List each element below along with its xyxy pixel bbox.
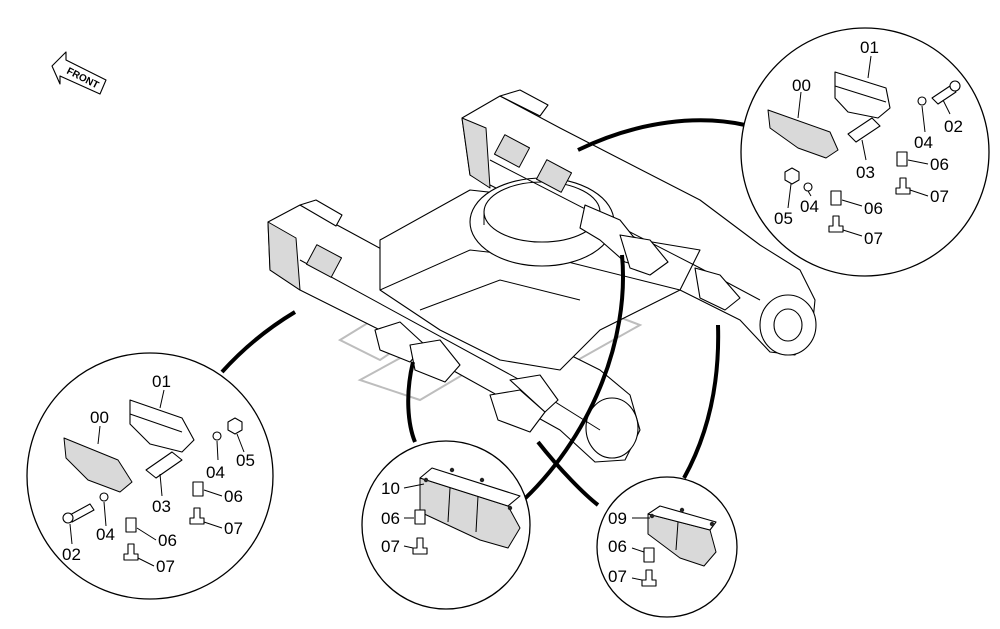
label-07b: 07 [156, 557, 175, 576]
label-05: 05 [236, 451, 255, 470]
label-02: 02 [62, 545, 81, 564]
spacer-06b [125, 517, 137, 533]
label-04b: 04 [96, 525, 115, 544]
label-04a: 04 [206, 463, 225, 482]
label-02: 02 [944, 117, 963, 136]
washer-04b [803, 182, 813, 192]
nut-05 [227, 417, 243, 435]
label-10: 10 [381, 479, 400, 498]
label-06: 06 [608, 537, 627, 556]
label-03: 03 [152, 497, 171, 516]
label-04b: 04 [800, 197, 819, 216]
spacer-06a [896, 151, 908, 167]
screw-07a [189, 507, 205, 525]
washer-04a [917, 96, 927, 106]
label-03: 03 [856, 163, 875, 182]
label-01: 01 [152, 372, 171, 391]
spacer-06 [414, 509, 426, 525]
label-06b: 06 [158, 531, 177, 550]
bolt-02 [931, 85, 957, 105]
leader-lines [220, 118, 746, 507]
label-07: 07 [381, 537, 400, 556]
label-07b: 07 [864, 229, 883, 248]
spacer-06 [643, 547, 655, 563]
track-guards [374, 204, 741, 433]
label-07a: 07 [224, 519, 243, 538]
screw-07 [412, 537, 428, 555]
detail-circle-bottom-middle: 10 06 07 [361, 440, 531, 610]
guard-plate-01 [129, 399, 195, 453]
screw-07b [123, 543, 139, 561]
pin-03 [847, 117, 881, 143]
label-04a: 04 [914, 133, 933, 152]
label-00: 00 [90, 408, 109, 427]
label-00: 00 [792, 76, 811, 95]
washer-04b [99, 492, 109, 502]
spacer-06a [192, 481, 204, 497]
label-06a: 06 [930, 155, 949, 174]
label-07: 07 [608, 567, 627, 586]
screw-07a [895, 177, 911, 195]
washer-04a [212, 431, 222, 441]
spacer-06b [830, 190, 842, 206]
detail-circle-top-right: 01 00 02 04 03 06 07 05 04 06 07 [740, 27, 990, 277]
label-09: 09 [608, 509, 627, 528]
label-05: 05 [774, 209, 793, 228]
label-01: 01 [860, 38, 879, 57]
pin-03 [145, 451, 183, 479]
screw-07b [828, 215, 844, 233]
front-arrow: FRONT [51, 51, 107, 95]
label-07a: 07 [930, 187, 949, 206]
guard-plate-00 [63, 437, 133, 493]
detail-circle-bottom-right: 09 06 07 [596, 476, 738, 618]
nut-05 [784, 167, 800, 185]
label-06a: 06 [224, 487, 243, 506]
label-06: 06 [381, 509, 400, 528]
detail-circle-left: 01 00 04 05 03 06 07 04 06 02 07 [26, 352, 274, 600]
screw-07 [641, 569, 657, 587]
label-06b: 06 [864, 199, 883, 218]
guard-plate-00 [767, 109, 839, 159]
